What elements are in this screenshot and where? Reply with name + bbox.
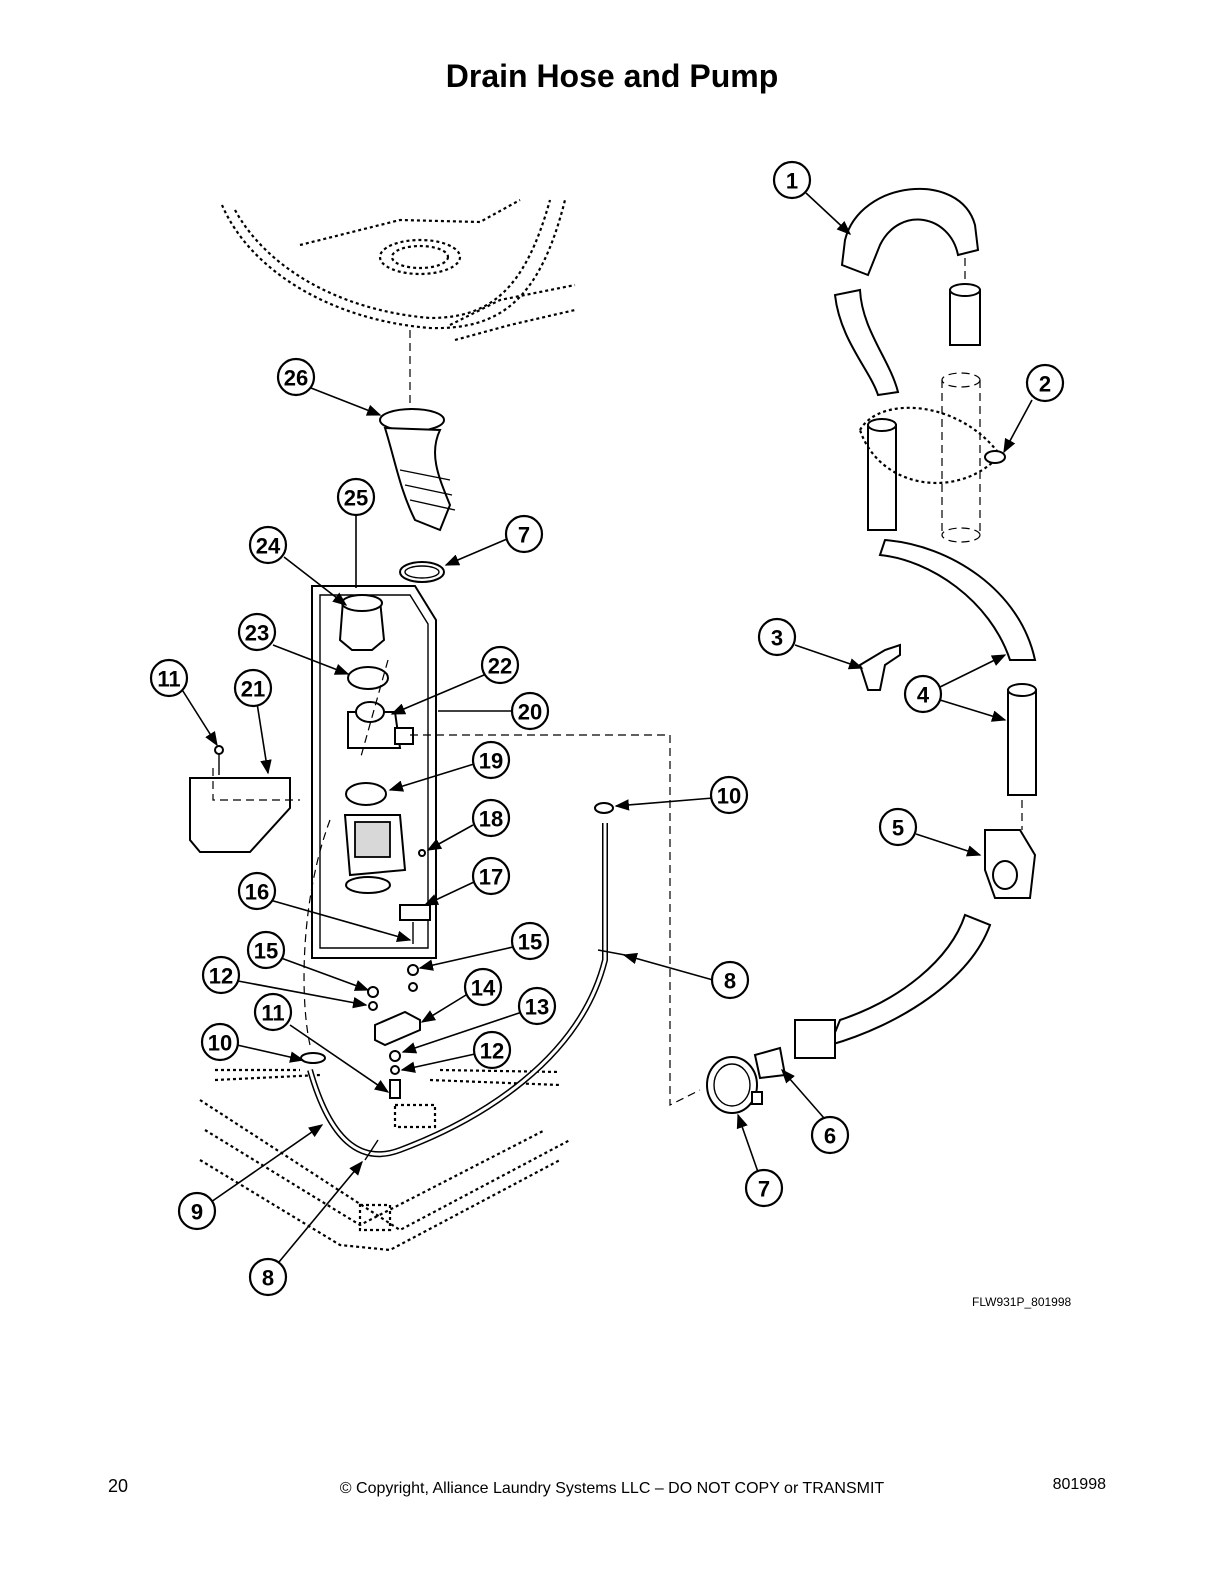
callout-2: 2: [1025, 363, 1065, 403]
svg-text:23: 23: [245, 621, 269, 646]
svg-text:2: 2: [1039, 372, 1051, 397]
callout-7-top: 7: [504, 514, 544, 554]
svg-text:5: 5: [892, 816, 904, 841]
document-number: 801998: [1052, 1476, 1106, 1493]
svg-text:19: 19: [479, 749, 503, 774]
figure-code: FLW931P_801998: [972, 1295, 1072, 1309]
svg-text:17: 17: [479, 865, 503, 890]
callout-11-bottom: 11: [253, 992, 293, 1032]
svg-text:1: 1: [786, 169, 798, 194]
callout-1: 1: [772, 160, 812, 200]
callout-7-bottom: 7: [744, 1168, 784, 1208]
callout-10-left: 10: [200, 1022, 240, 1062]
pump-cover: [189, 777, 291, 853]
svg-text:8: 8: [262, 1266, 274, 1291]
drain-adapter: [379, 408, 456, 532]
svg-text:7: 7: [758, 1177, 770, 1202]
callout-16: 16: [237, 871, 277, 911]
page-number: 20: [108, 1476, 129, 1496]
callout-11-top: 11: [149, 658, 189, 698]
svg-text:22: 22: [488, 654, 512, 679]
callout-10-right: 10: [709, 775, 749, 815]
screw: [214, 745, 224, 755]
page-title: Drain Hose and Pump: [445, 58, 779, 94]
svg-text:8: 8: [724, 969, 736, 994]
svg-text:18: 18: [479, 807, 503, 832]
base-outline: [199, 1068, 571, 1252]
svg-text:20: 20: [518, 700, 542, 725]
svg-text:21: 21: [241, 677, 265, 702]
callout-3: 3: [757, 617, 797, 657]
callout-17: 17: [471, 856, 511, 896]
callout-22: 22: [480, 645, 520, 685]
drain-hose-assembly: [706, 187, 1037, 1114]
callout-23: 23: [237, 612, 277, 652]
svg-text:12: 12: [209, 964, 233, 989]
callout-4: 4: [903, 674, 943, 714]
callout-12-right: 12: [472, 1030, 512, 1070]
svg-text:6: 6: [824, 1124, 836, 1149]
svg-text:11: 11: [157, 667, 180, 692]
callout-5: 5: [878, 807, 918, 847]
pump-assembly: [338, 594, 431, 944]
svg-text:25: 25: [344, 486, 368, 511]
svg-text:26: 26: [284, 366, 308, 391]
svg-text:3: 3: [771, 626, 783, 651]
hardware: [367, 964, 421, 1099]
leader-lines: [180, 192, 1033, 1269]
copyright-notice: © Copyright, Alliance Laundry Systems LL…: [339, 1480, 885, 1497]
callout-26: 26: [276, 357, 316, 397]
svg-text:4: 4: [917, 683, 930, 708]
callout-6: 6: [810, 1115, 850, 1155]
callout-21: 21: [233, 668, 273, 708]
svg-text:10: 10: [208, 1031, 232, 1056]
callout-8-right: 8: [710, 960, 750, 1000]
callout-18: 18: [471, 798, 511, 838]
callout-15-left: 15: [246, 930, 286, 970]
callout-19: 19: [471, 740, 511, 780]
svg-text:13: 13: [525, 995, 549, 1020]
hose-clamp: [399, 561, 445, 583]
callout-24: 24: [248, 525, 288, 565]
callout-25: 25: [336, 477, 376, 517]
callout-12-left: 12: [201, 955, 241, 995]
svg-text:10: 10: [717, 784, 741, 809]
svg-text:24: 24: [256, 534, 281, 559]
callout-8-bottom: 8: [248, 1257, 288, 1297]
svg-text:11: 11: [261, 1001, 284, 1026]
svg-text:15: 15: [518, 930, 542, 955]
svg-text:15: 15: [254, 939, 278, 964]
svg-text:16: 16: [245, 880, 269, 905]
callout-13: 13: [517, 986, 557, 1026]
svg-text:7: 7: [518, 523, 530, 548]
svg-text:14: 14: [471, 976, 496, 1001]
callout-20: 20: [510, 691, 550, 731]
callout-9: 9: [177, 1191, 217, 1231]
svg-text:12: 12: [480, 1039, 504, 1064]
tub-outline: [220, 199, 576, 342]
svg-text:9: 9: [191, 1200, 203, 1225]
callout-14: 14: [463, 967, 503, 1007]
callout-15-right: 15: [510, 921, 550, 961]
